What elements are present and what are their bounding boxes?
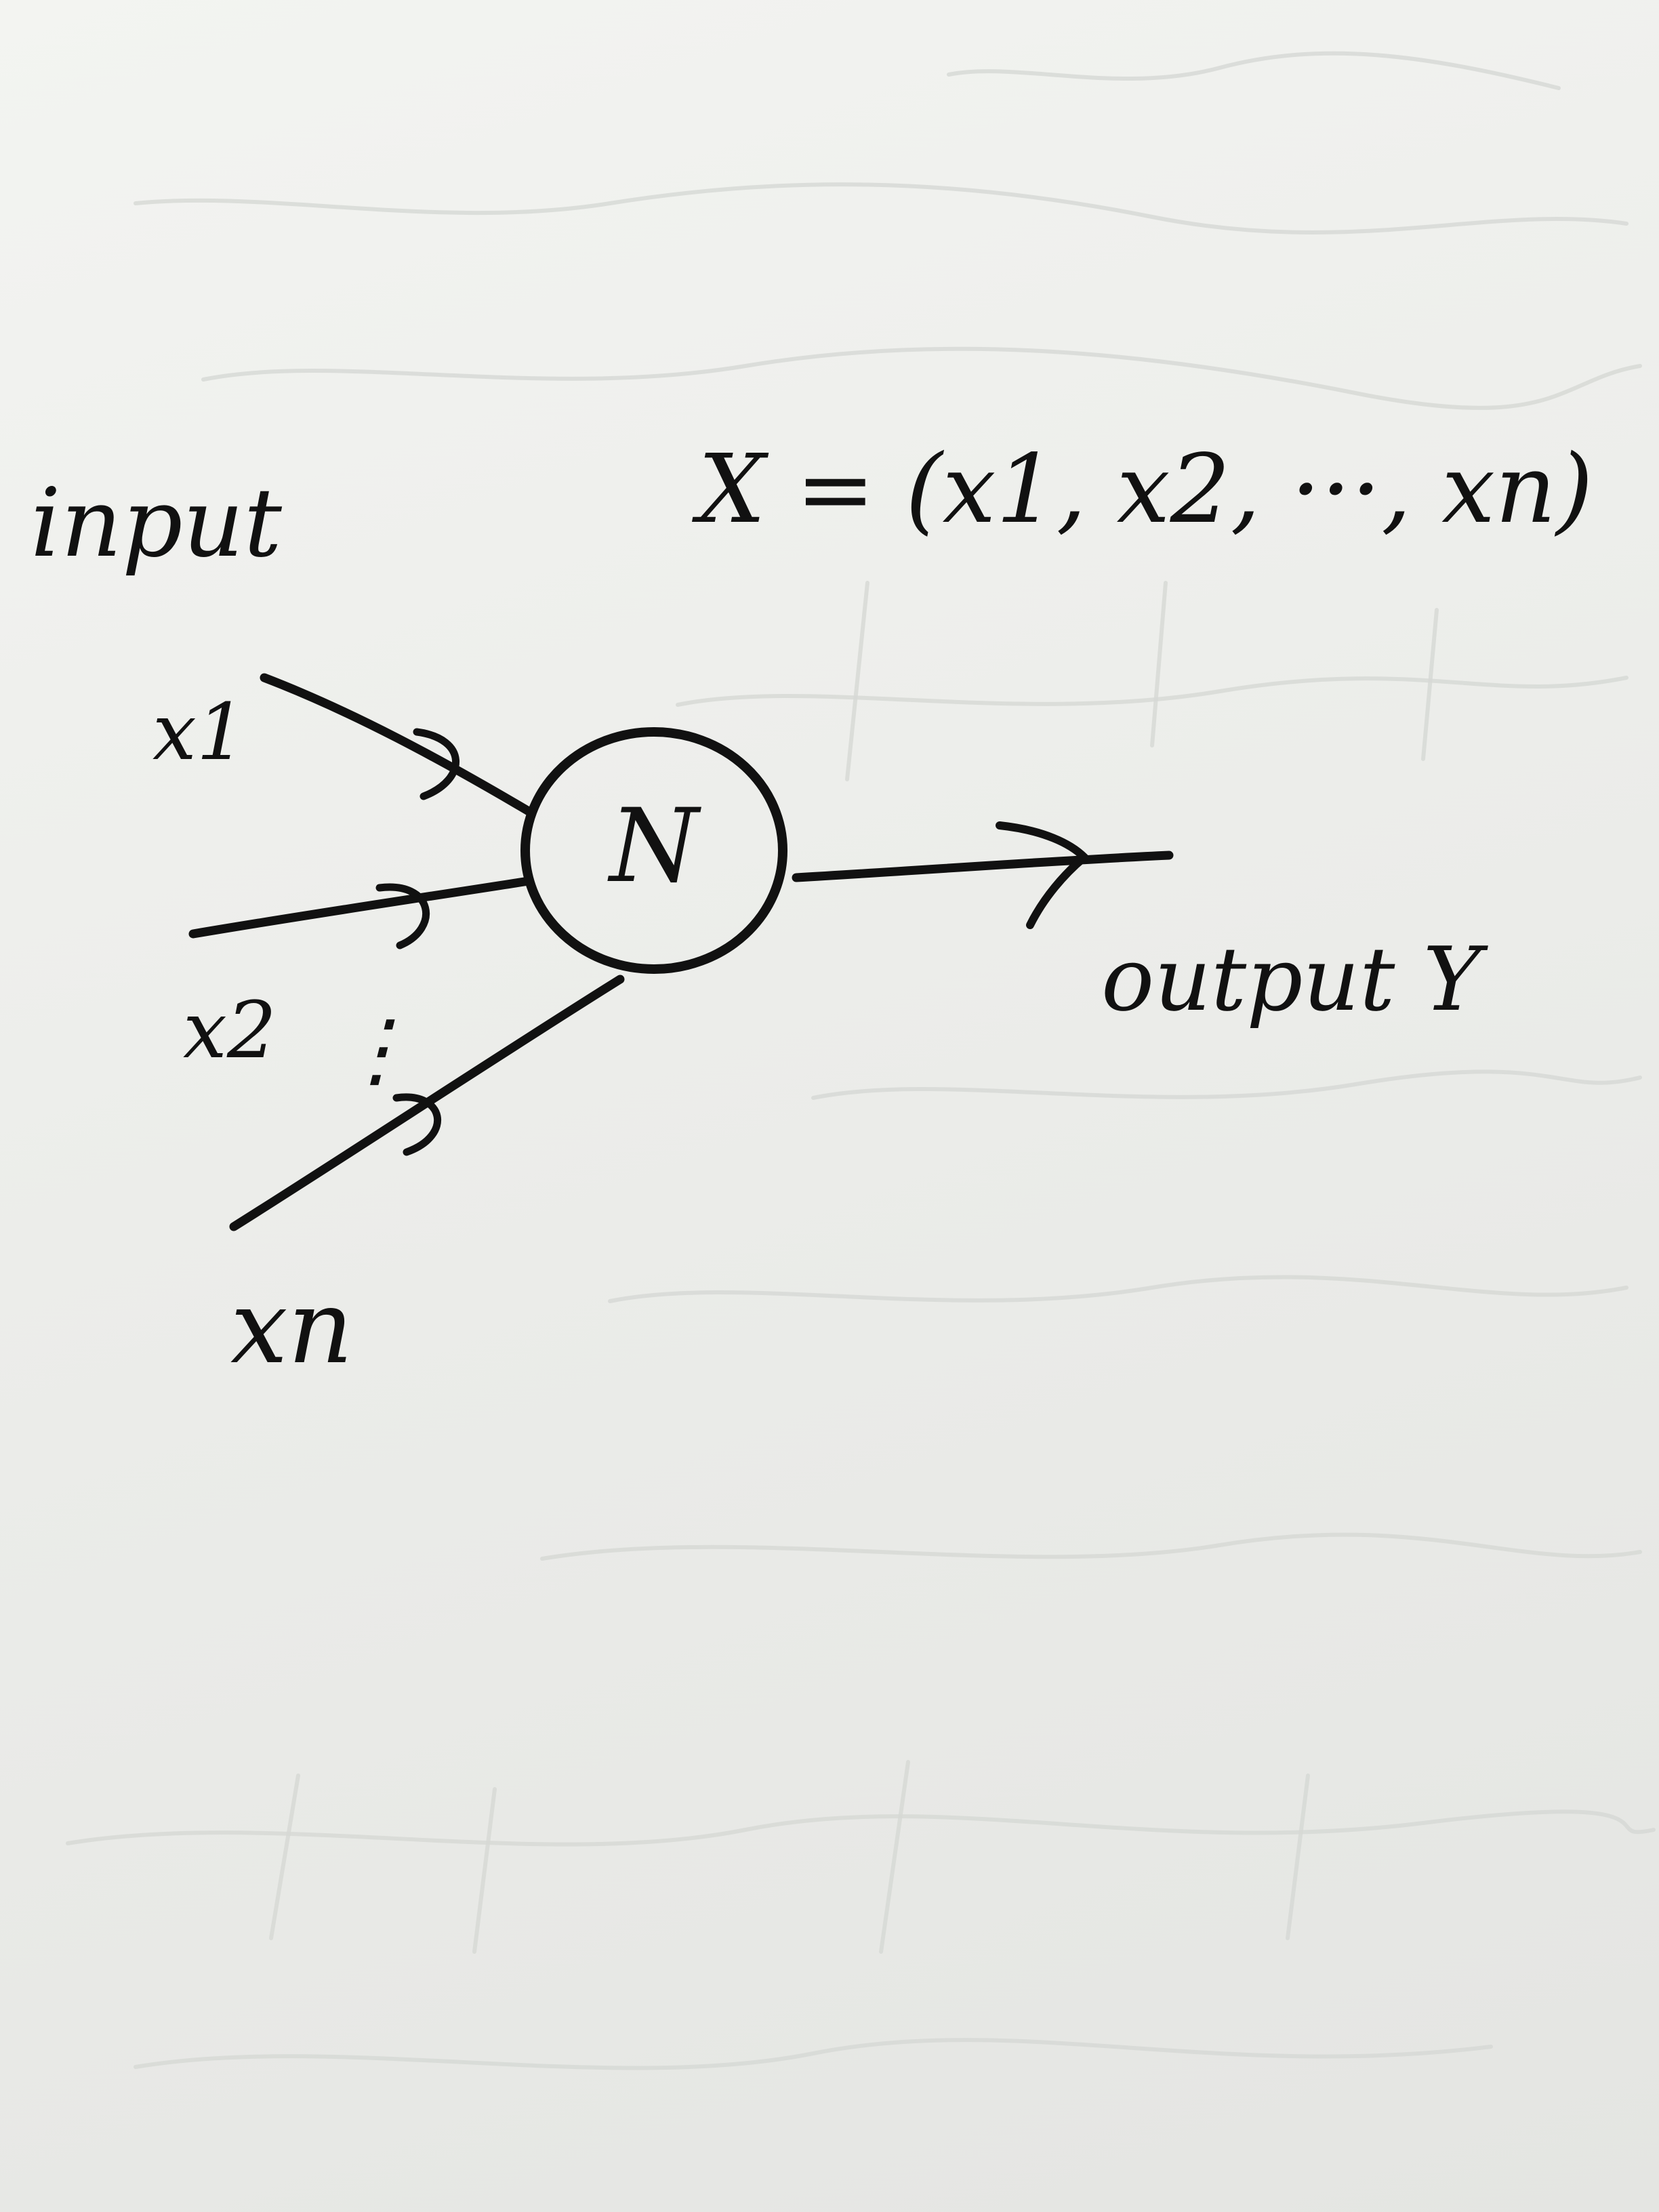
output-label: output Y — [1101, 928, 1489, 1031]
input-label-x1: x1 — [152, 687, 246, 778]
ellipsis-dots: ⋮ — [335, 1003, 417, 1097]
neuron-node — [520, 727, 787, 974]
input-edge-x2 — [188, 876, 533, 939]
input-label: input — [30, 468, 283, 579]
neuron-label: N — [607, 787, 701, 905]
input-edge-x2-arrowhead — [375, 883, 430, 949]
input-edge-x1-arrowhead — [413, 728, 460, 800]
vector-definition: X = (x1, x2, ···, xn) — [691, 434, 1593, 545]
input-edge-xn — [229, 975, 625, 1231]
input-label-x2: x2 — [183, 985, 276, 1076]
input-edge-xn-arrowhead — [392, 1093, 442, 1156]
input-edge-x1 — [260, 673, 537, 818]
output-edge — [792, 851, 1174, 882]
output-edge-arrowhead — [996, 821, 1088, 929]
bleed-through-scribbles — [66, 51, 1656, 2070]
input-label-xn: xn — [230, 1269, 353, 1387]
